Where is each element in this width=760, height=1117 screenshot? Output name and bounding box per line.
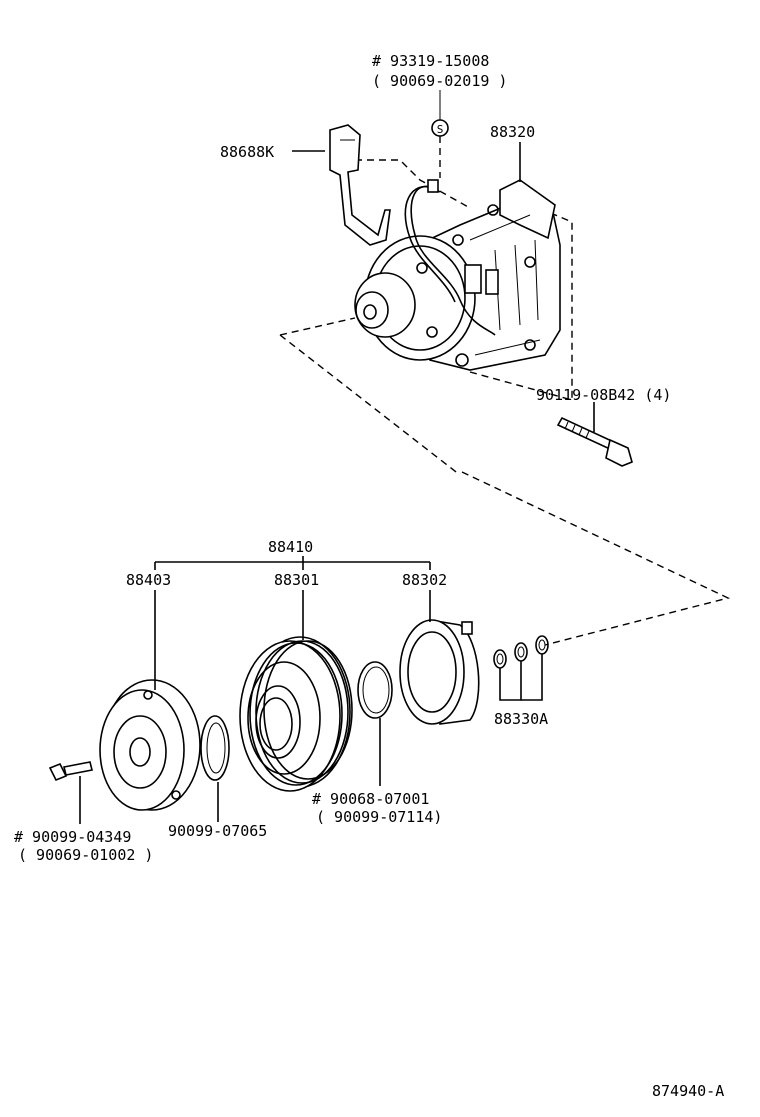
label-snap-ring-small: 90099-07065 — [168, 822, 267, 840]
shims — [493, 635, 549, 701]
label-stud-alt: ( 90069-02019 ) — [372, 72, 507, 90]
mount-bolt — [556, 402, 633, 467]
pressure-plate — [99, 590, 201, 811]
stud-93319: S — [431, 90, 449, 178]
bracket-88688k — [292, 124, 391, 246]
label-pulley: 88301 — [274, 571, 319, 589]
label-mount-bolt: 90119-08B42 (4) — [536, 386, 671, 404]
label-compressor: 88320 — [490, 123, 535, 141]
small-bolt — [48, 761, 93, 824]
label-stator: 88302 — [402, 571, 447, 589]
label-shims: 88330A — [494, 710, 548, 728]
diagram-id: 874940-A — [652, 1082, 724, 1100]
snap-ring-large — [357, 661, 393, 786]
label-bolt-alt: ( 90069-01002 ) — [18, 846, 153, 864]
label-bracket: 88688K — [220, 143, 274, 161]
pulley — [239, 590, 353, 792]
label-bolt-primary: # 90099-04349 — [14, 828, 131, 846]
label-snap-ring-alt: ( 90099-07114) — [316, 808, 442, 826]
compressor-assembly — [279, 159, 731, 646]
label-clutch-assy: 88410 — [268, 538, 313, 556]
label-stud-primary: # 93319-15008 — [372, 52, 489, 70]
snap-ring-small — [200, 715, 230, 822]
label-snap-ring-primary: # 90068-07001 — [312, 790, 429, 808]
clutch-leader-tree — [154, 556, 431, 570]
label-pressure-plate: 88403 — [126, 571, 171, 589]
stator-coil — [399, 590, 480, 725]
stud-symbol: S — [437, 123, 444, 136]
